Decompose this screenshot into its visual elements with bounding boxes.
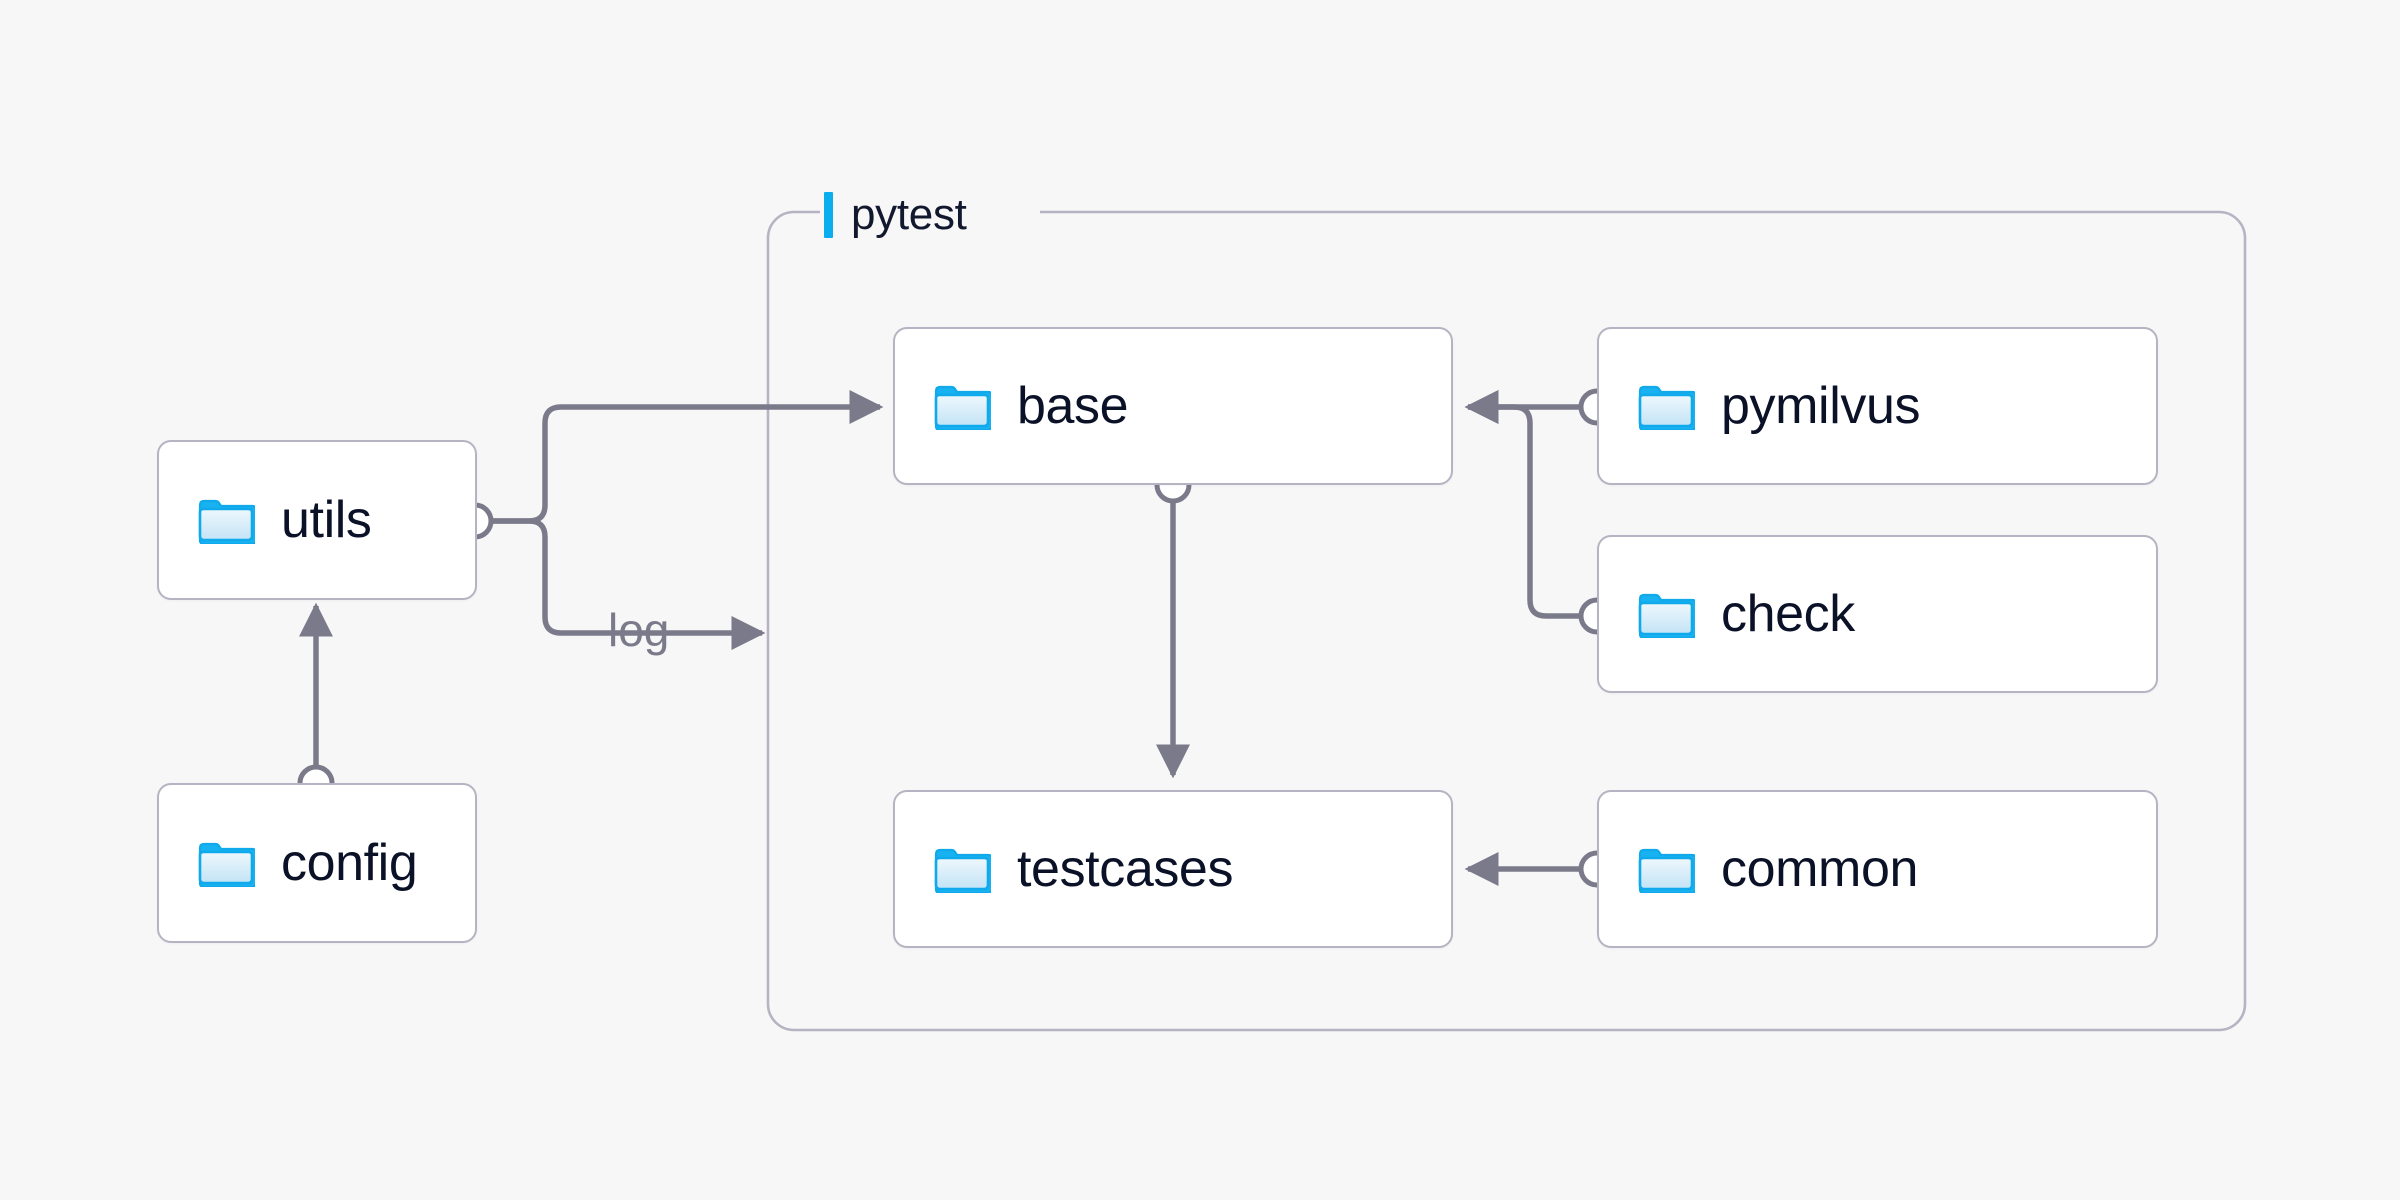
edge-base-to-testcases xyxy=(1154,466,1192,779)
node-label: utils xyxy=(281,491,372,549)
node-base[interactable]: base xyxy=(893,327,1453,485)
node-testcases[interactable]: testcases xyxy=(893,790,1453,948)
pytest-group-container xyxy=(766,210,2247,1032)
node-label: pymilvus xyxy=(1721,377,1921,435)
node-label: common xyxy=(1721,840,1918,898)
folder-icon xyxy=(934,385,991,430)
node-label: testcases xyxy=(1017,840,1234,898)
node-check[interactable]: check xyxy=(1597,535,2158,693)
edge-label-log: log xyxy=(608,604,670,656)
edge-common-to-testcases xyxy=(1464,850,1616,888)
folder-icon xyxy=(1638,593,1695,638)
node-config[interactable]: config xyxy=(157,783,477,943)
node-utils[interactable]: utils xyxy=(157,440,477,600)
node-label: base xyxy=(1017,377,1129,435)
folder-icon xyxy=(934,848,991,893)
edge-utils-to-log xyxy=(491,518,766,651)
group-title-mask xyxy=(820,190,1040,236)
node-label: config xyxy=(281,834,418,892)
edge-config-to-utils xyxy=(297,602,335,802)
edge-check-to-base xyxy=(1464,389,1581,619)
group-title-text: pytest xyxy=(851,190,967,239)
folder-icon xyxy=(198,499,255,544)
node-common[interactable]: common xyxy=(1597,790,2158,948)
group-accent-bar xyxy=(824,192,833,238)
folder-icon xyxy=(198,842,255,887)
node-pymilvus[interactable]: pymilvus xyxy=(1597,327,2158,485)
node-label: check xyxy=(1721,585,1855,643)
folder-icon xyxy=(1638,385,1695,430)
folder-icon xyxy=(1638,848,1695,893)
edge-utils-to-base xyxy=(491,389,884,524)
group-label-pytest: pytest xyxy=(824,190,967,240)
